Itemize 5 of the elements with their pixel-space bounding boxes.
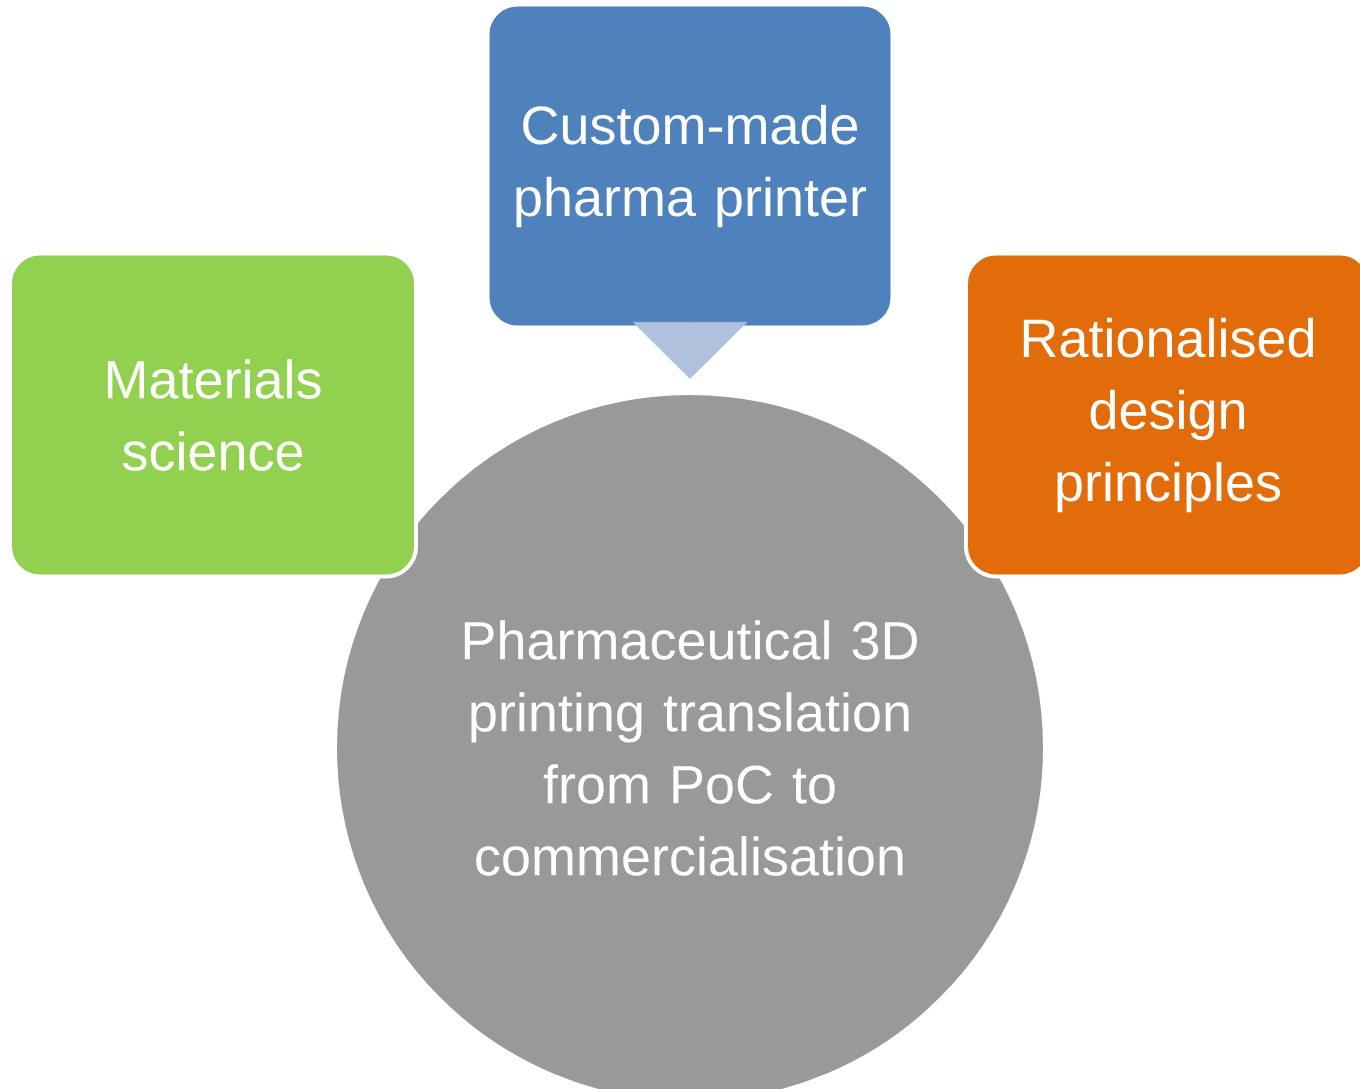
circle-node: Pharmaceutical 3D printing translation from PoC to commercialisation (333, 391, 1047, 1089)
rounded-box: Rationalised design principles (964, 251, 1360, 579)
rounded-box: Custom-made pharma printer (485, 2, 895, 330)
rounded-box: Materials science (8, 251, 418, 579)
arrow (632, 321, 748, 379)
